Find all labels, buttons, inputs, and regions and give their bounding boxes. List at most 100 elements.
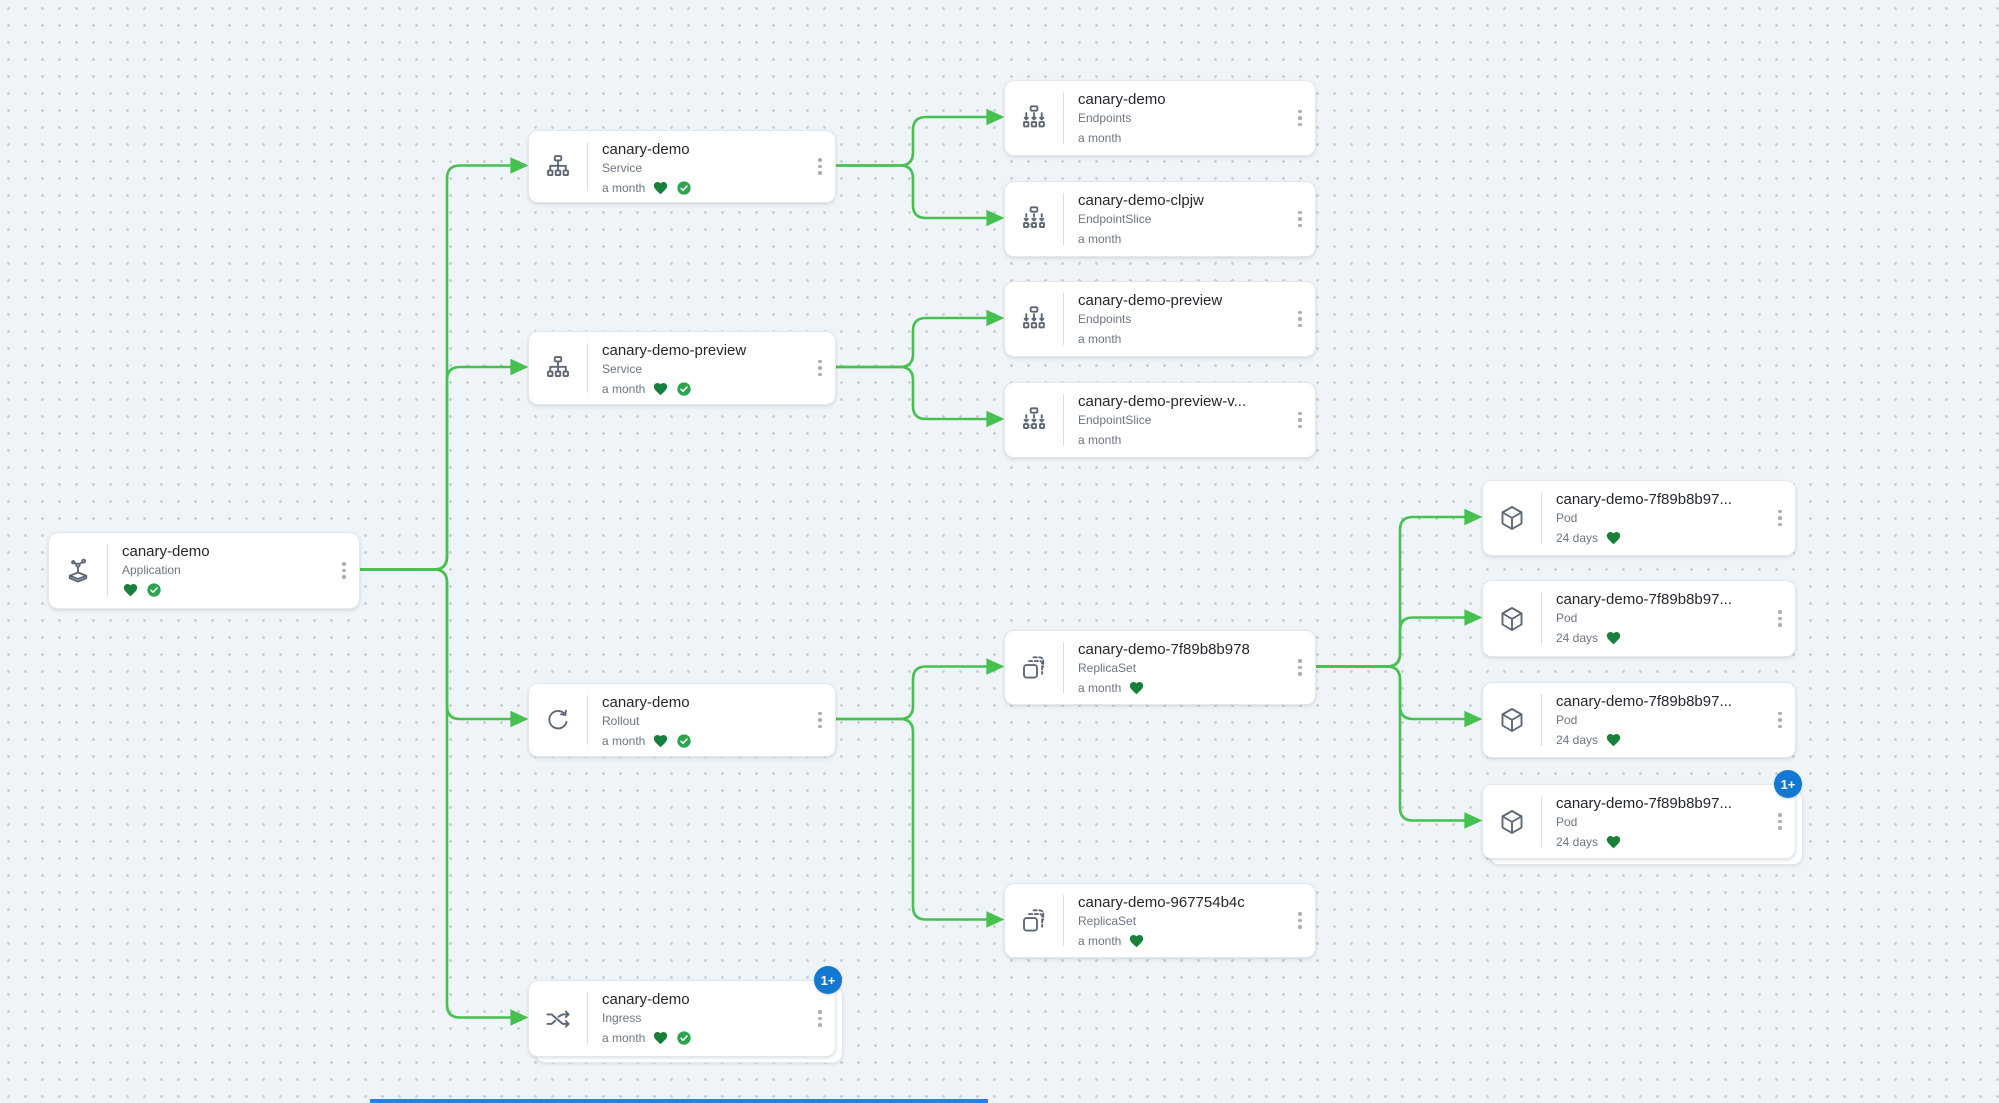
node-menu-button[interactable] (805, 147, 835, 187)
edge-application-to-service-preview (358, 358, 529, 571)
sync-check-icon (676, 381, 692, 397)
edge-service-main-to-endpointslice-main (834, 164, 1005, 227)
resource-name: canary-demo (1078, 91, 1166, 108)
endpoints-icon (1005, 282, 1063, 356)
pod-icon (1483, 683, 1541, 757)
resource-kind: Ingress (602, 1011, 642, 1025)
resource-age: a month (1078, 331, 1122, 346)
node-divider (1063, 92, 1064, 144)
node-menu-button[interactable] (1285, 299, 1315, 339)
edge-replicaset-7f89b8b978-to-pod-3 (1314, 665, 1483, 728)
resource-name: canary-demo-preview (602, 342, 747, 359)
edge-application-to-rollout (358, 568, 529, 728)
more-items-badge[interactable]: 1+ (1774, 770, 1802, 798)
node-divider (587, 695, 588, 745)
health-heart-icon (122, 582, 139, 598)
health-heart-icon (652, 733, 669, 749)
node-menu-button[interactable] (1765, 498, 1795, 538)
health-heart-icon (1605, 834, 1622, 850)
resource-node-pod-3[interactable]: canary-demo-7f89b8b97... Pod 24 days (1482, 682, 1796, 758)
resource-kind: Pod (1556, 611, 1578, 625)
health-heart-icon (1128, 680, 1145, 696)
resource-kind: ReplicaSet (1078, 914, 1137, 928)
node-menu-button[interactable] (1285, 98, 1315, 138)
node-divider (587, 992, 588, 1045)
edge-replicaset-7f89b8b978-to-pod-2 (1314, 609, 1483, 668)
edge-application-to-ingress (358, 568, 529, 1026)
ingress-icon (529, 981, 587, 1056)
resource-age: a month (1078, 933, 1122, 948)
endpointslice-icon (1005, 182, 1063, 256)
health-heart-icon (1605, 530, 1622, 546)
edge-replicaset-7f89b8b978-to-pod-1 (1314, 508, 1483, 668)
node-menu-button[interactable] (1765, 599, 1795, 639)
resource-name: canary-demo-clpjw (1078, 192, 1204, 209)
resource-kind: EndpointSlice (1078, 413, 1152, 427)
node-menu-button[interactable] (1765, 802, 1795, 842)
rollout-icon (529, 684, 587, 756)
edge-service-preview-to-endpointslice-preview (834, 365, 1005, 428)
health-heart-icon (652, 1030, 669, 1046)
more-items-badge[interactable]: 1+ (814, 966, 842, 994)
node-menu-button[interactable] (1285, 199, 1315, 239)
node-menu-button[interactable] (805, 700, 835, 740)
edge-rollout-to-replicaset-7f89b8b978 (834, 658, 1005, 721)
resource-age: a month (1078, 432, 1122, 447)
node-menu-button[interactable] (1285, 400, 1315, 440)
resource-name: canary-demo-7f89b8b978 (1078, 641, 1250, 658)
node-menu-button[interactable] (1285, 901, 1315, 941)
node-menu-button[interactable] (805, 348, 835, 388)
resource-node-pod-2[interactable]: canary-demo-7f89b8b97... Pod 24 days (1482, 580, 1796, 657)
resource-name: canary-demo-preview-v... (1078, 393, 1247, 410)
sync-check-icon (146, 582, 162, 598)
node-menu-button[interactable] (329, 551, 359, 591)
service-icon (529, 332, 587, 404)
resource-name: canary-demo-7f89b8b97... (1556, 795, 1732, 812)
resource-age: 24 days (1556, 732, 1599, 747)
node-menu-button[interactable] (1765, 700, 1795, 740)
resource-age: 24 days (1556, 630, 1599, 645)
service-icon (529, 131, 587, 202)
pod-icon (1483, 785, 1541, 858)
resource-kind: ReplicaSet (1078, 661, 1137, 675)
node-divider (1063, 293, 1064, 345)
health-heart-icon (1128, 933, 1145, 949)
resource-age: a month (602, 1030, 646, 1045)
node-divider (1541, 592, 1542, 645)
node-divider (1541, 796, 1542, 847)
health-heart-icon (1605, 732, 1622, 748)
resource-kind: Pod (1556, 713, 1578, 727)
sync-check-icon (676, 180, 692, 196)
pod-icon (1483, 481, 1541, 555)
window-edge-artifact (370, 1099, 988, 1103)
node-divider (1063, 642, 1064, 693)
resource-name: canary-demo-preview (1078, 292, 1223, 309)
resource-kind: Rollout (602, 714, 640, 728)
resource-node-endpointslice-preview[interactable]: canary-demo-preview-v... EndpointSlice a m… (1004, 382, 1316, 458)
endpoints-icon (1005, 81, 1063, 155)
resource-name: canary-demo (602, 694, 690, 711)
node-divider (1063, 895, 1064, 946)
node-menu-button[interactable] (805, 999, 835, 1039)
replicaset-icon (1005, 631, 1063, 704)
resource-name: canary-demo-7f89b8b97... (1556, 591, 1732, 608)
resource-kind: Service (602, 161, 643, 175)
resource-name: canary-demo-7f89b8b97... (1556, 693, 1732, 710)
resource-name: canary-demo (602, 991, 690, 1008)
resource-kind: Application (122, 563, 181, 577)
resource-name: canary-demo-7f89b8b97... (1556, 491, 1732, 508)
health-heart-icon (652, 381, 669, 397)
node-menu-button[interactable] (1285, 648, 1315, 688)
